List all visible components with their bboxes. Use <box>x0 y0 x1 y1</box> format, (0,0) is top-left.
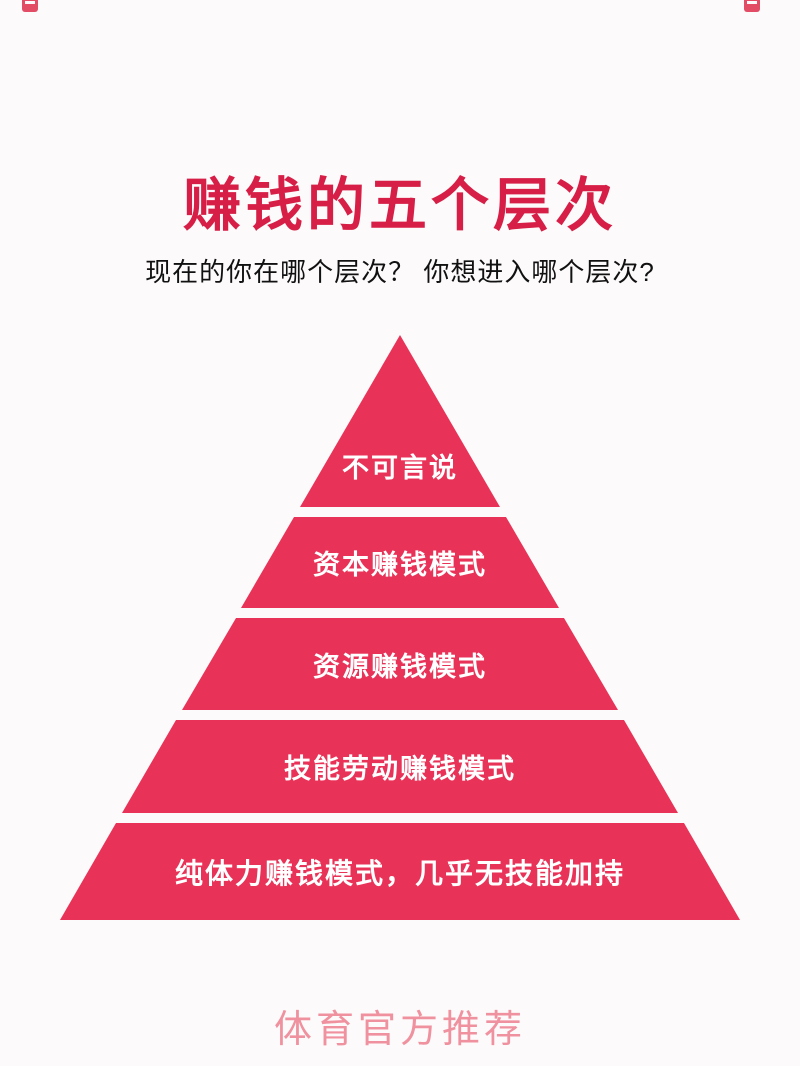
pyramid-tier-5-label: 纯体力赚钱模式，几乎无技能加持 <box>174 857 625 889</box>
pyramid-tier-2: 资本赚钱模式 <box>241 517 559 608</box>
corner-watermark-fragment-left-icon <box>22 0 38 12</box>
pyramid-tier-4-label: 技能劳动赚钱模式 <box>284 754 516 784</box>
money-levels-pyramid: 不可言说 资本赚钱模式 资源赚钱模式 技能劳动赚钱模式 纯体力赚钱模式，几乎无技… <box>60 335 740 920</box>
pyramid-tier-1-label: 不可言说 <box>342 453 458 483</box>
pyramid-tier-3: 资源赚钱模式 <box>182 618 618 710</box>
pyramid-tier-1: 不可言说 <box>300 335 500 507</box>
corner-watermark-fragment-right-icon <box>744 0 760 12</box>
bottom-watermark-text: 体育官方推荐 <box>273 1009 526 1051</box>
page-title: 赚钱的五个层次 <box>182 173 617 238</box>
pyramid-tier-4: 技能劳动赚钱模式 <box>122 720 678 813</box>
pyramid-tier-3-label: 资源赚钱模式 <box>313 651 487 682</box>
pyramid-tier-5: 纯体力赚钱模式，几乎无技能加持 <box>60 823 740 920</box>
pyramid-tier-2-label: 资本赚钱模式 <box>313 550 487 580</box>
page-subtitle: 现在的你在哪个层次？ 你想进入哪个层次? <box>145 257 655 287</box>
